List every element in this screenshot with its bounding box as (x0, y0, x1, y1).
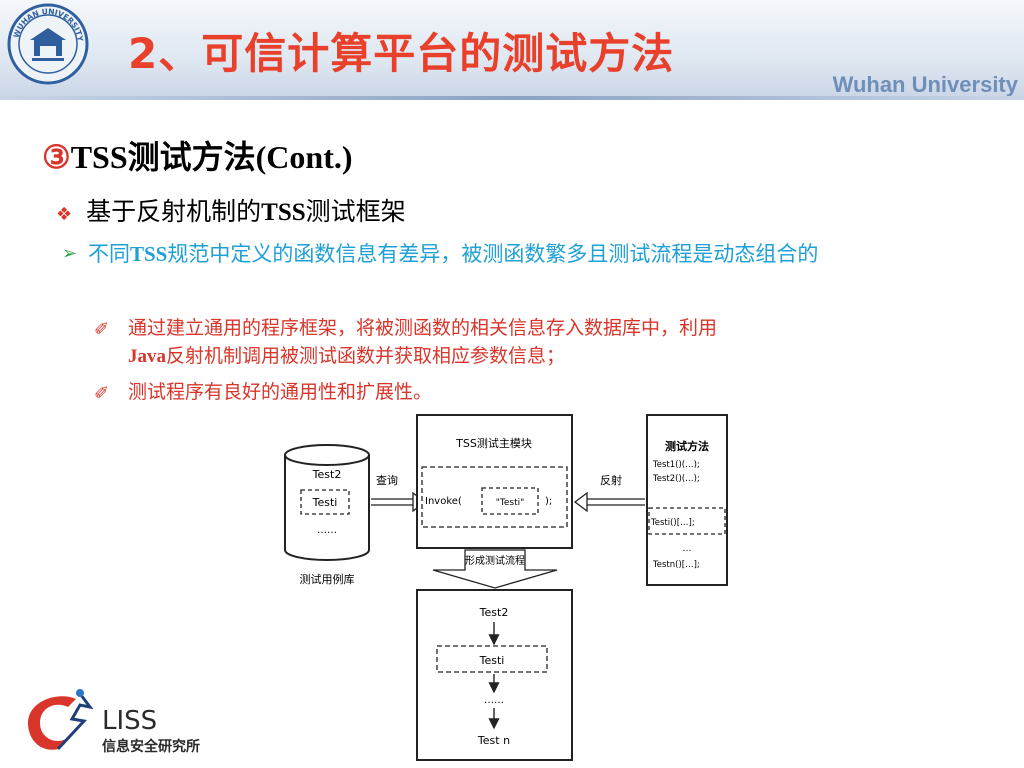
test-flow-box: Test2 Testi …… Test n (416, 589, 573, 761)
invoke-param: "Testi" (496, 498, 525, 508)
flow-step-dots: …… (484, 695, 504, 706)
brand-text: Wuhan University (832, 72, 1018, 97)
liss-logo: LISS 信息安全研究所 (28, 689, 200, 755)
bullet4-text: 测试程序有良好的通用性和扩展性。 (128, 381, 433, 403)
methods-title: 测试方法 (665, 439, 709, 453)
method-test2: Test2()(…); (652, 474, 700, 484)
liss-swirl-icon (28, 696, 76, 750)
bullet-level3-first: ✐ 通过建立通用的程序框架，将被测函数的相关信息存入数据库中，利用 Java反射机… (94, 314, 994, 371)
section-heading: ③TSS测试方法(Cont.) (42, 132, 353, 178)
bullet3-line1: 通过建立通用的程序框架，将被测函数的相关信息存入数据库中，利用 (128, 317, 718, 339)
test-case-database: Test2 Testi …… 测试用例库 (284, 444, 370, 586)
db-item-test2: Test2 (312, 468, 342, 481)
db-item-dots: …… (317, 525, 337, 536)
title-bar: WUHAN UNIVERSITY 2、可信计算平台的测试方法 Wuhan Uni… (0, 0, 1024, 100)
bullet1-prefix: 基于反射机制的 (86, 197, 262, 226)
method-test1: Test1()(…); (652, 460, 700, 470)
section-text: TSS测试方法(Cont.) (70, 139, 353, 175)
bullet-level1: ❖ 基于反射机制的TSS测试框架 (56, 192, 406, 228)
db-item-testi-box (300, 489, 350, 515)
tss-framework-diagram: Test2 Testi …… 测试用例库 查询 TSS测试主模块 Invoke(… (284, 414, 728, 761)
bullet-level3-second: ✐ 测试程序有良好的通用性和扩展性。 (94, 378, 994, 406)
pencil-bullet-icon: ✐ (94, 319, 110, 340)
tss-main-module: TSS测试主模块 Invoke( "Testi" ); (416, 414, 573, 549)
method-testi: Testi()[…]; (650, 518, 695, 528)
liss-name: LISS (102, 706, 157, 736)
form-flow-label: 形成测试流程 (465, 554, 525, 567)
reflect-arrow: 反射 (573, 473, 645, 513)
flow-step-testn: Test n (477, 734, 510, 747)
pencil-bullet-icon: ✐ (94, 383, 110, 404)
arrow-bullet-icon: ➢ (62, 243, 78, 264)
bullet2-bold: TSS (130, 242, 168, 266)
query-label: 查询 (376, 473, 398, 487)
form-flow-arrow: 形成测试流程 (432, 549, 558, 589)
slide-title: 2、可信计算平台的测试方法 (128, 29, 675, 78)
db-item-testi: Testi (312, 496, 338, 509)
section-number: ③ (42, 139, 71, 175)
invoke-text: Invoke( (425, 496, 462, 507)
bullet2-text: 不同TSS规范中定义的函数信息有差异，被测函数繁多且测试流程是动态组合的 (64, 238, 984, 270)
main-module-title: TSS测试主模块 (455, 437, 532, 450)
flow-step-testi: Testi (479, 654, 505, 667)
liss-subtitle: 信息安全研究所 (102, 738, 200, 755)
bullet3-line2: 反射机制调用被测试函数并获取相应参数信息； (166, 345, 566, 367)
bullet2-prefix: 不同 (88, 242, 130, 266)
bullet3-bold: Java (128, 346, 166, 367)
methods-dots: … (683, 544, 692, 554)
diamond-bullet-icon: ❖ (56, 204, 73, 225)
bullet-level2: ➢ 不同TSS规范中定义的函数信息有差异，被测函数繁多且测试流程是动态组合的 (62, 238, 984, 270)
flow-step-test2: Test2 (479, 606, 509, 619)
reflect-label: 反射 (600, 473, 622, 487)
wuhan-university-emblem-icon: WUHAN UNIVERSITY (7, 3, 89, 85)
bullet3-text: 通过建立通用的程序框架，将被测函数的相关信息存入数据库中，利用 Java反射机制调… (94, 314, 994, 371)
bullet1-bold: TSS (261, 199, 306, 226)
test-methods-box: 测试方法 Test1()(…); Test2()(…); Testi()[…];… (646, 414, 728, 586)
bullet1-suffix: 测试框架 (305, 197, 406, 226)
invoke-close: ); (545, 496, 552, 507)
bullet2-suffix: 规范中定义的函数信息有差异，被测函数繁多且测试流程是动态组合的 (167, 242, 819, 266)
method-testn: Testn()[…]; (652, 560, 700, 570)
db-label: 测试用例库 (300, 572, 355, 586)
